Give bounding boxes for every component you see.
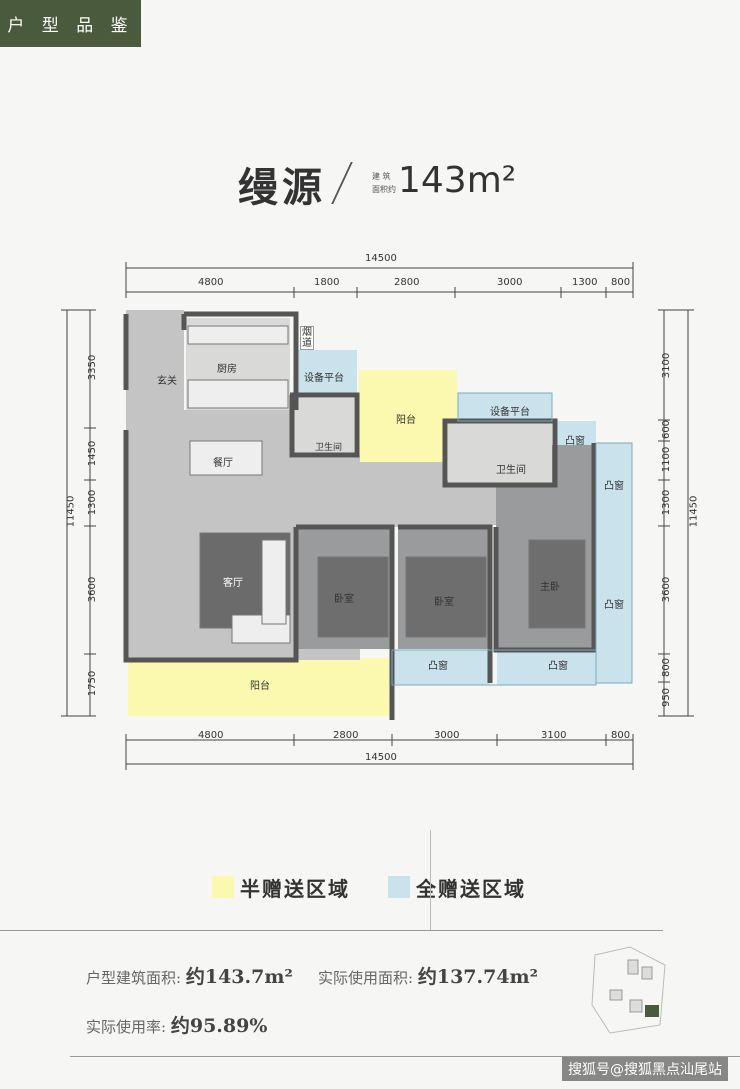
- dim-bottom-1: 4800: [198, 730, 224, 741]
- dim-right-7: 950: [661, 687, 673, 708]
- dim-bottom-2: 2800: [333, 730, 359, 741]
- dim-top-3: 2800: [394, 277, 420, 288]
- room-kitchen: 厨房: [217, 364, 237, 375]
- dim-right-5: 3600: [661, 576, 673, 603]
- usage-rate-label: 实际使用率:: [86, 1018, 167, 1036]
- dim-left-2: 1450: [87, 440, 99, 467]
- plan-area: 143m²: [398, 160, 517, 201]
- room-xuanguan: 玄关: [157, 376, 177, 387]
- dim-right-3: 1100: [661, 446, 673, 473]
- legend-full-swatch: [388, 876, 410, 898]
- window-outlines: [391, 392, 633, 686]
- dim-bottom-4: 3100: [541, 730, 567, 741]
- info-divider-bottom: [70, 1056, 740, 1057]
- room-platform-1: 设备平台: [304, 373, 344, 384]
- dim-right-1: 3100: [661, 352, 673, 379]
- room-bay-5: 凸窗: [548, 661, 568, 672]
- dim-top-6: 800: [611, 277, 631, 288]
- floor-plan: [61, 262, 694, 770]
- usable-area-label: 实际使用面积:: [318, 969, 414, 987]
- legend-full-label: 全赠送区域: [416, 877, 526, 901]
- dim-right-4: 1300: [661, 489, 673, 516]
- info-divider-top: [0, 930, 663, 931]
- room-bay-1: 凸窗: [565, 436, 585, 447]
- dim-left-5: 1750: [87, 670, 99, 697]
- usage-rate: 实际使用率: 约95.89%: [86, 1011, 267, 1038]
- dim-bottom-5: 800: [611, 730, 631, 741]
- area-label-top: 建 筑: [372, 172, 391, 181]
- room-bay-4: 凸窗: [428, 661, 448, 672]
- plan-name: 缦源: [238, 164, 326, 211]
- legend-half-swatch: [212, 876, 234, 898]
- dim-left-total: 11450: [65, 495, 77, 528]
- dim-right-2: 600: [661, 419, 673, 440]
- dim-left-1: 3350: [87, 354, 99, 381]
- right-dimension-lines: [658, 309, 694, 717]
- site-key-plan: [591, 946, 666, 1034]
- full-gift-areas: [295, 350, 632, 685]
- room-living: 客厅: [223, 578, 243, 589]
- building-area-value: 约143.7m²: [185, 966, 293, 988]
- legend-half-label: 半赠送区域: [240, 877, 350, 901]
- dim-right-6: 800: [661, 657, 673, 678]
- building-area-label: 户型建筑面积:: [86, 969, 182, 987]
- room-master: 主卧: [540, 582, 560, 593]
- watermark: 搜狐号@搜狐黑点汕尾站: [562, 1057, 728, 1081]
- title-divider: [331, 162, 353, 204]
- half-gift-areas: [128, 370, 457, 716]
- dim-left-4: 3600: [87, 576, 99, 603]
- dim-top-5: 1300: [572, 277, 598, 288]
- furniture: [187, 325, 586, 644]
- dim-top-1: 4800: [198, 277, 224, 288]
- usable-area: 实际使用面积: 约137.74m²: [318, 962, 538, 989]
- room-balcony-bottom: 阳台: [250, 681, 270, 692]
- room-balcony-top: 阳台: [396, 415, 416, 426]
- dim-bottom-total: 14500: [365, 752, 397, 763]
- left-dimension-lines: [61, 309, 96, 717]
- dim-bottom-3: 3000: [434, 730, 460, 741]
- room-bay-2: 凸窗: [604, 481, 624, 492]
- dim-top-total: 14500: [365, 253, 397, 264]
- dim-left-3: 1300: [87, 489, 99, 516]
- room-bay-3: 凸窗: [604, 600, 624, 611]
- room-bath-1: 卫生间: [315, 443, 343, 453]
- bottom-dimension-lines: [125, 734, 634, 770]
- room-bedroom-1: 卧室: [334, 594, 354, 605]
- usable-area-value: 约137.74m²: [417, 966, 538, 988]
- dim-right-total: 11450: [688, 495, 700, 528]
- room-bedroom-2: 卧室: [434, 597, 454, 608]
- room-bath-2: 卫生间: [496, 465, 526, 476]
- building-area: 户型建筑面积: 约143.7m²: [86, 962, 293, 989]
- dim-top-2: 1800: [314, 277, 340, 288]
- dim-top-4: 3000: [497, 277, 523, 288]
- usage-rate-value: 约95.89%: [170, 1015, 268, 1037]
- info-divider-vertical: [430, 830, 431, 930]
- room-shaft: 烟道: [300, 326, 314, 350]
- room-platform-2: 设备平台: [490, 407, 530, 418]
- room-dining: 餐厅: [213, 458, 233, 469]
- top-dimension-lines: [125, 262, 634, 298]
- section-tag: 户 型 品 鉴: [0, 0, 141, 47]
- area-label-bottom: 面积约: [372, 185, 396, 194]
